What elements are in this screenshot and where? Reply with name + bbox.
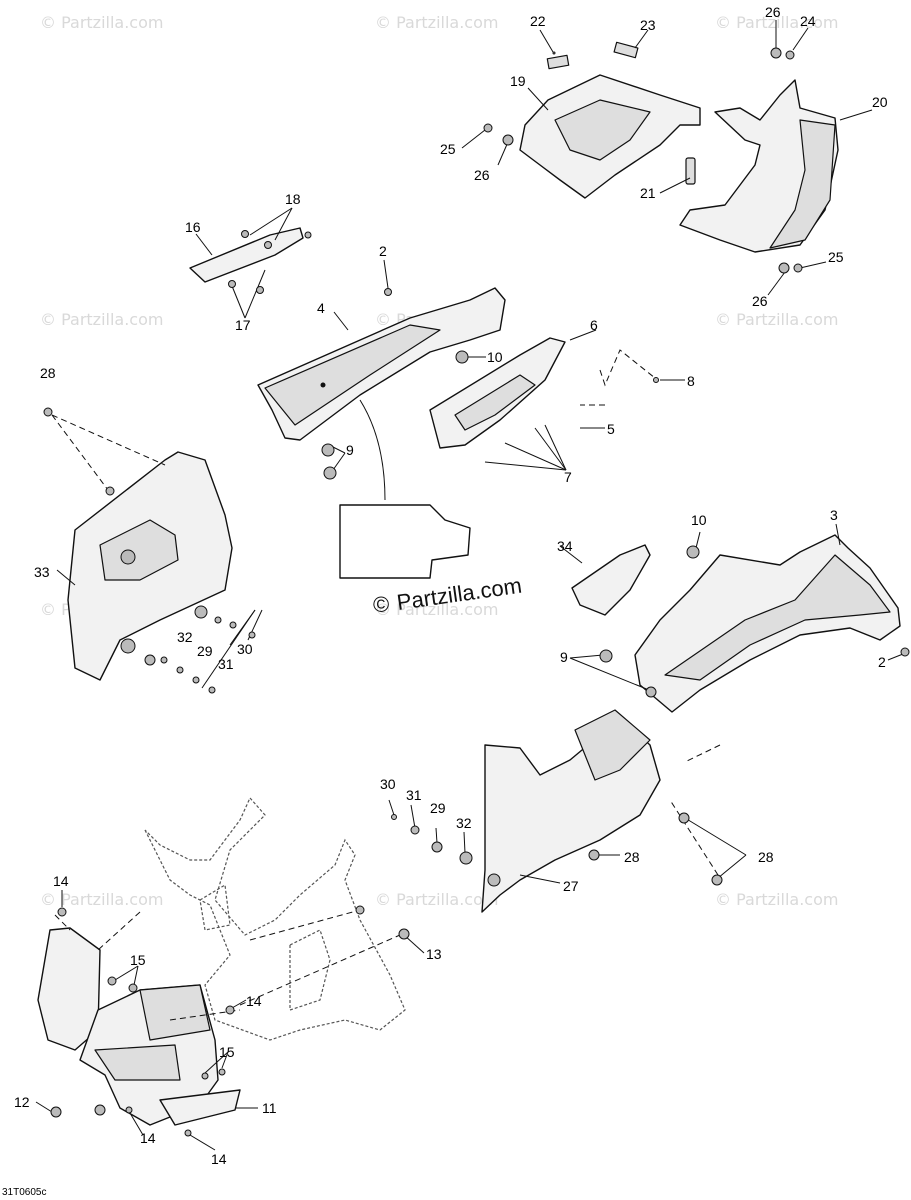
part-11-12-front-bumper xyxy=(37,927,241,1126)
callout-label: 15 xyxy=(219,1044,235,1060)
watermark: © Partzilla.com xyxy=(715,13,838,32)
callout-label: 32 xyxy=(177,629,193,645)
part-19-bottom-pan xyxy=(519,41,701,199)
callout-label: 25 xyxy=(828,249,844,265)
callout-label: 26 xyxy=(474,167,490,183)
part-27-lower-panel xyxy=(481,709,661,913)
watermark: © Partzilla.com xyxy=(40,310,163,329)
callout-label: 28 xyxy=(758,849,774,865)
callout-label: 11 xyxy=(262,1100,277,1116)
callout-label: 9 xyxy=(346,442,354,458)
callout-label: 16 xyxy=(185,219,201,235)
callout-label: 28 xyxy=(624,849,640,865)
callout-label: 31 xyxy=(406,787,422,803)
callout-label: 8 xyxy=(687,373,695,389)
watermark: © Partzilla.com xyxy=(375,600,498,619)
callout-label: 28 xyxy=(40,365,56,381)
callout-label: 21 xyxy=(640,185,656,201)
callout-label: 23 xyxy=(640,17,656,33)
callout-label: 24 xyxy=(800,13,816,29)
callout-label: 22 xyxy=(530,13,546,29)
part-6-inner-panel xyxy=(429,337,566,449)
watermark: © Partzilla.com xyxy=(715,310,838,329)
watermark: © Partzilla.com xyxy=(375,890,498,909)
callout-label: 20 xyxy=(872,94,888,110)
callout-label: 30 xyxy=(237,641,253,657)
callout-label: 14 xyxy=(53,873,69,889)
watermark: © Partzilla.com xyxy=(40,890,163,909)
callout-numbers: 22 23 26 24 19 20 25 26 21 25 26 16 18 1… xyxy=(14,4,888,1167)
callout-label: 3 xyxy=(830,507,838,523)
callout-label: 31 xyxy=(218,656,234,672)
callout-label: 14 xyxy=(246,993,262,1009)
callout-label: 15 xyxy=(130,952,146,968)
part-3-side-panel xyxy=(634,534,901,713)
callout-label: 10 xyxy=(487,349,503,365)
callout-label: 34 xyxy=(557,538,573,554)
callout-label: 2 xyxy=(379,243,387,259)
callout-label: 6 xyxy=(590,317,598,333)
hardware xyxy=(43,47,910,1137)
callout-label: 30 xyxy=(380,776,396,792)
callout-label: 33 xyxy=(34,564,50,580)
callout-label: 32 xyxy=(456,815,472,831)
callout-label: 10 xyxy=(691,512,707,528)
callout-label: 29 xyxy=(197,643,213,659)
callout-label: 13 xyxy=(426,946,442,962)
part-20-side-guard xyxy=(679,79,839,253)
logo-symbol: © xyxy=(373,592,389,617)
callout-label: 18 xyxy=(285,191,301,207)
part-34-small-panel xyxy=(571,544,651,616)
dashed-leaders xyxy=(51,349,721,1021)
callout-label: 29 xyxy=(430,800,446,816)
callout-label: 9 xyxy=(560,649,568,665)
callout-label: 4 xyxy=(317,300,325,316)
callout-label: 7 xyxy=(564,469,572,485)
part-33-front-bracket xyxy=(67,451,233,681)
watermark: © Partzilla.com xyxy=(375,13,498,32)
callout-label: 19 xyxy=(510,73,526,89)
callout-label: 25 xyxy=(440,141,456,157)
callout-label: 14 xyxy=(211,1151,227,1167)
callout-label: 26 xyxy=(752,293,768,309)
callout-label: 17 xyxy=(235,317,251,333)
callout-label: 27 xyxy=(563,878,579,894)
callout-label: 12 xyxy=(14,1094,30,1110)
part-4-side-panel xyxy=(257,287,506,441)
callout-label: 26 xyxy=(765,4,781,20)
part-16-bracket xyxy=(189,227,304,283)
watermark: © Partzilla.com xyxy=(40,13,163,32)
callout-label: 5 xyxy=(607,421,615,437)
callout-label: 2 xyxy=(878,654,886,670)
callout-label: 14 xyxy=(140,1130,156,1146)
decal-outline xyxy=(339,399,471,579)
watermark: © Partzilla.com xyxy=(715,890,838,909)
frame-reference xyxy=(144,796,406,1041)
drawing-code: 31T0605c xyxy=(2,1187,46,1198)
